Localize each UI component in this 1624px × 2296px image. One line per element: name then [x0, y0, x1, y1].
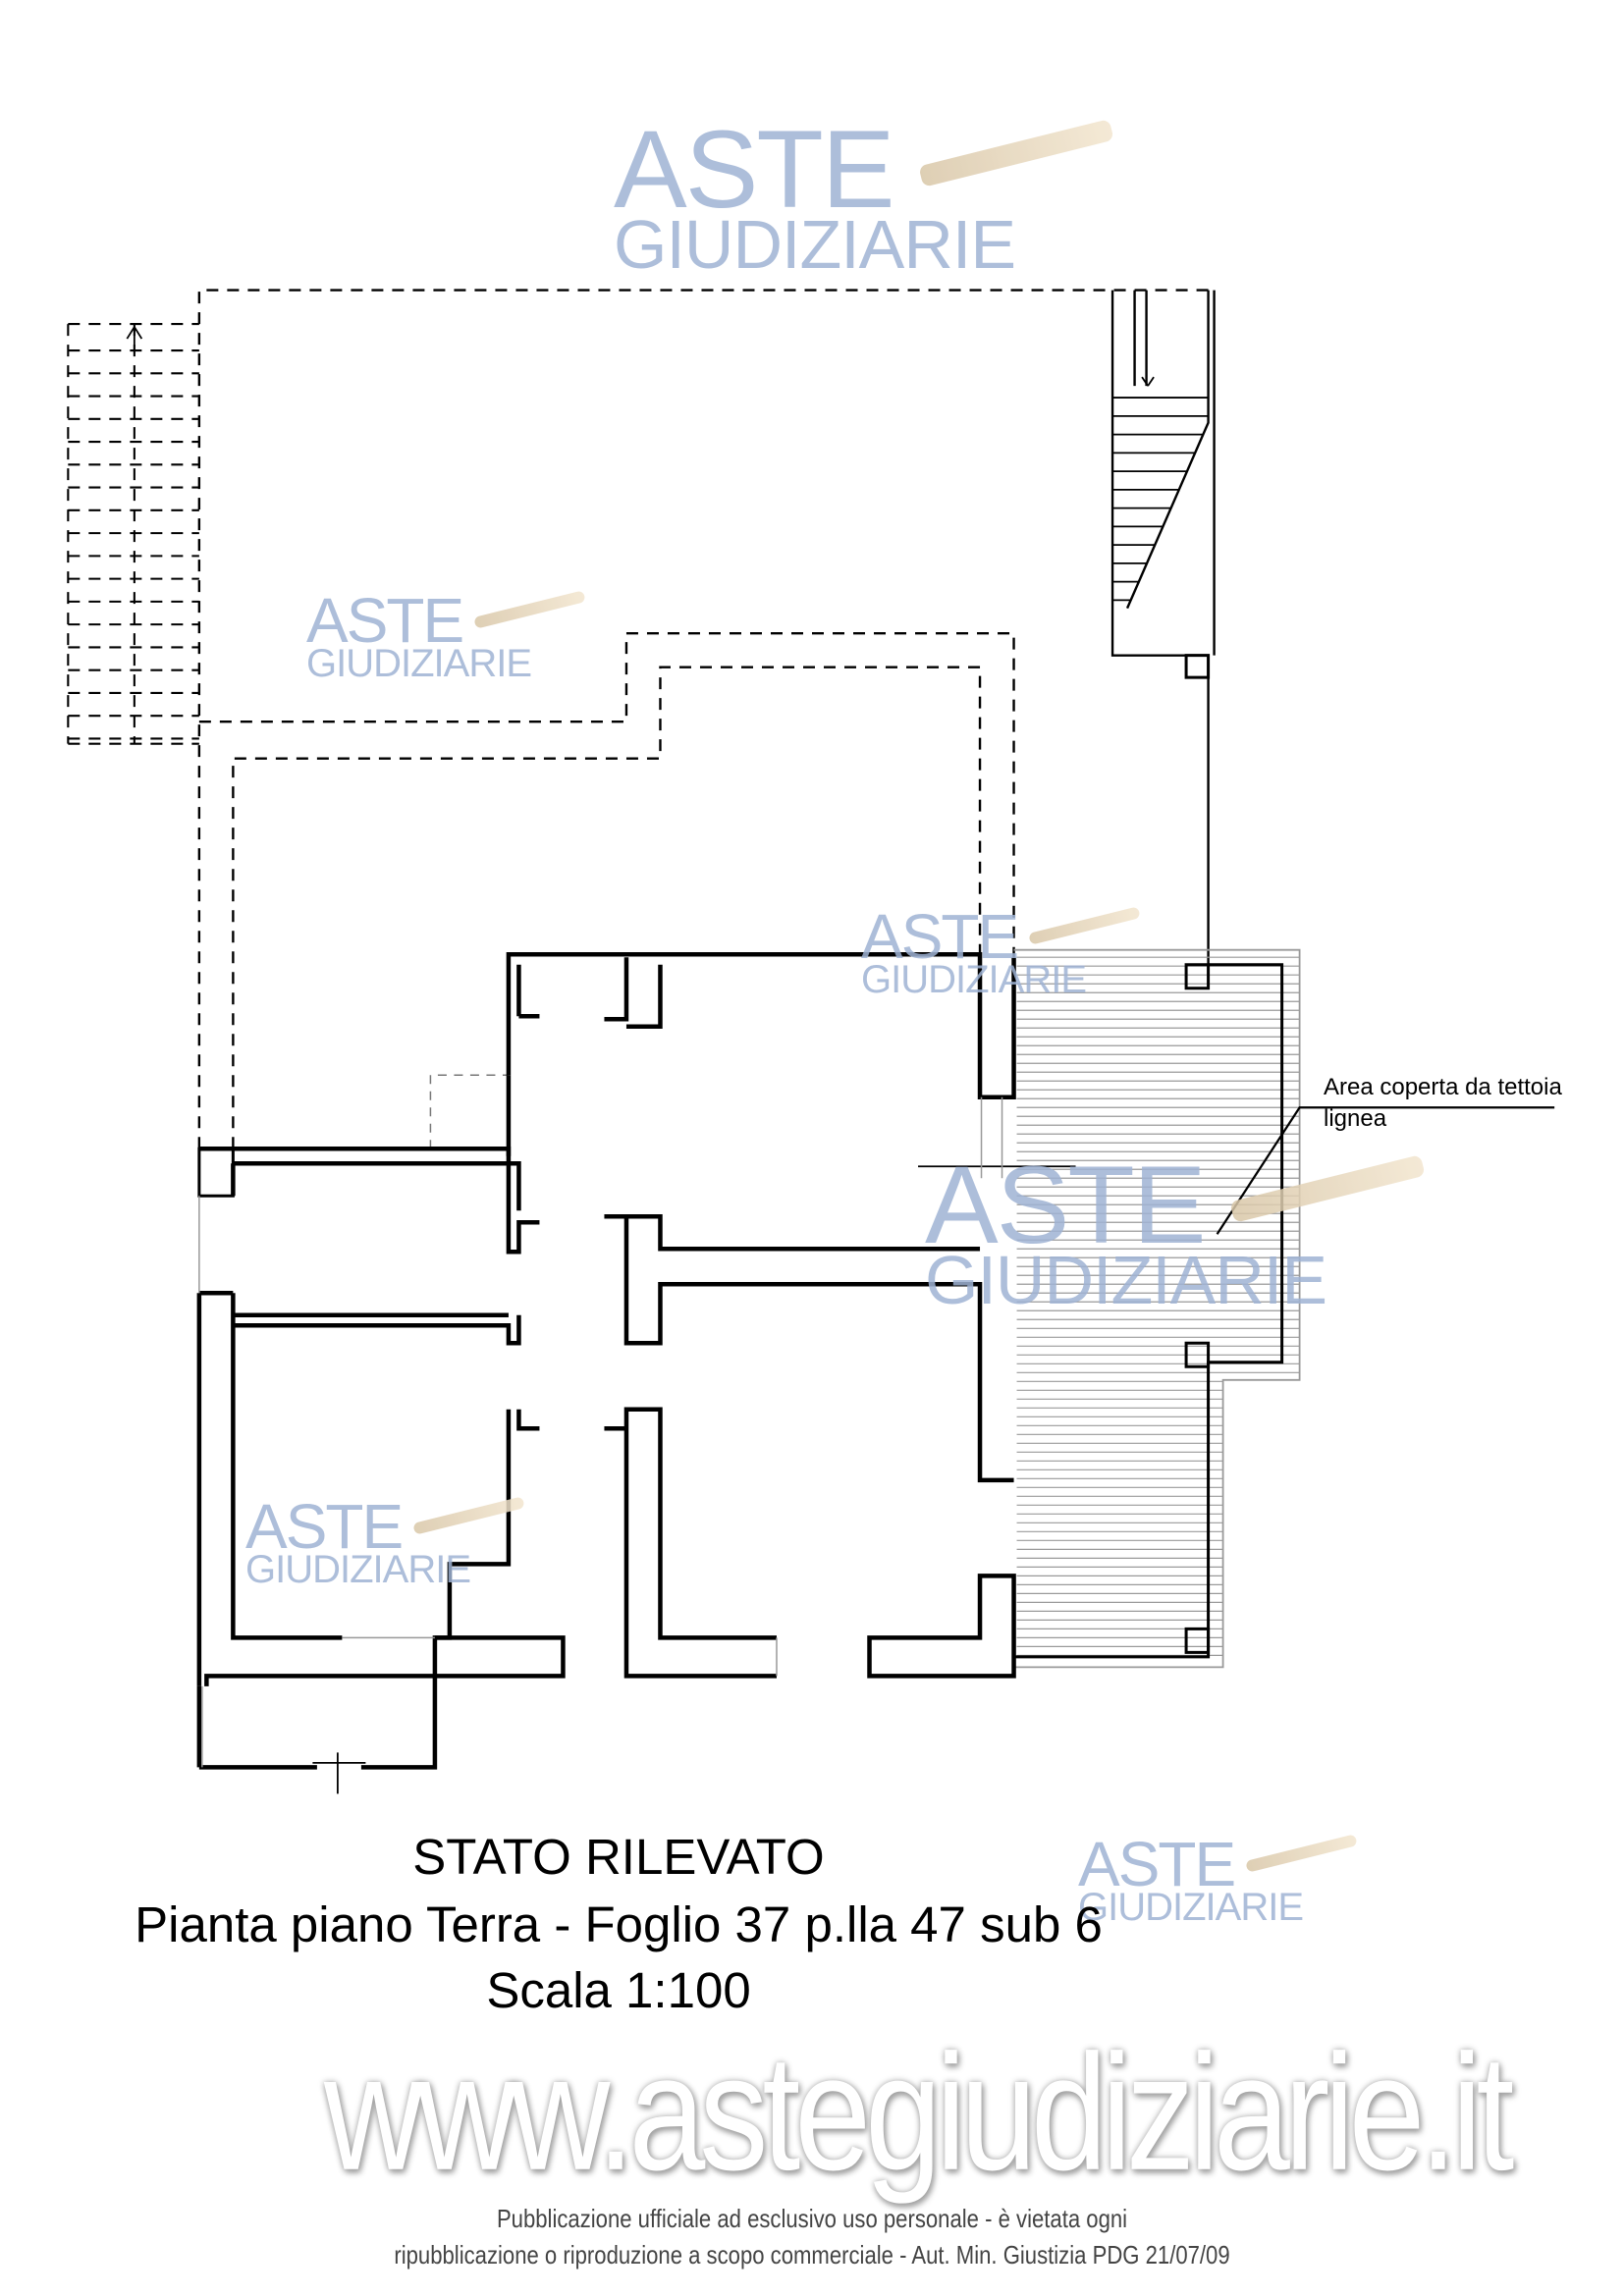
plan-subtitle: Pianta piano Terra - Foglio 37 p.lla 47 …: [135, 1896, 1103, 1952]
dashed-small-box: [429, 1074, 509, 1149]
right-stair-walls: [1110, 290, 1216, 965]
left-stair: [67, 323, 199, 745]
footer-line: Pubblicazione ufficiale ad esclusivo uso…: [496, 2204, 1128, 2233]
watermark-logo: ASTE GIUDIZIARIE: [925, 1149, 1426, 1314]
footer-line: ripubblicazione o riproduzione a scopo c…: [394, 2240, 1230, 2269]
annotation-text: lignea: [1324, 1105, 1387, 1132]
stair-arrow: [126, 325, 143, 347]
wall: [516, 1407, 777, 1679]
wall: [198, 1146, 540, 1255]
wall: [506, 957, 663, 1156]
website-watermark: www.astegiudiziarie.it: [324, 2019, 1514, 2205]
wall: [198, 1674, 438, 1770]
annotation-leader: [1216, 1106, 1555, 1235]
window: [198, 1096, 1003, 1768]
wall: [196, 1291, 512, 1686]
watermark-logo: ASTE GIUDIZIARIE: [861, 905, 1141, 999]
wall: [604, 1214, 1014, 1483]
watermark-logo: ASTE GIUDIZIARIE: [245, 1495, 525, 1589]
wall: [506, 951, 1016, 1099]
plan-heading: STATO RILEVATO: [412, 1829, 825, 1885]
wall: [233, 1312, 521, 1346]
stair-arrow: [1141, 376, 1155, 387]
door-line: [312, 1165, 1076, 1794]
dashed-outline-inner: [232, 666, 982, 1149]
watermark-logo: ASTE GIUDIZIARIE: [306, 589, 586, 683]
wall: [432, 1635, 566, 1679]
dashed-outline-mid: [198, 631, 1015, 958]
watermark-logo: ASTE GIUDIZIARIE: [614, 114, 1114, 279]
plan-scale: Scala 1:100: [486, 1962, 751, 2018]
dashed-outline-outer: [197, 289, 1209, 1149]
watermark-logo: ASTE GIUDIZIARIE: [1078, 1833, 1358, 1927]
wall: [867, 1574, 1016, 1679]
tettoia-edge: [1013, 963, 1284, 1659]
column: [197, 654, 1211, 1654]
annotation-text: Area coperta da tettoia: [1324, 1074, 1562, 1100]
tettoia-outline: [1013, 948, 1301, 1669]
